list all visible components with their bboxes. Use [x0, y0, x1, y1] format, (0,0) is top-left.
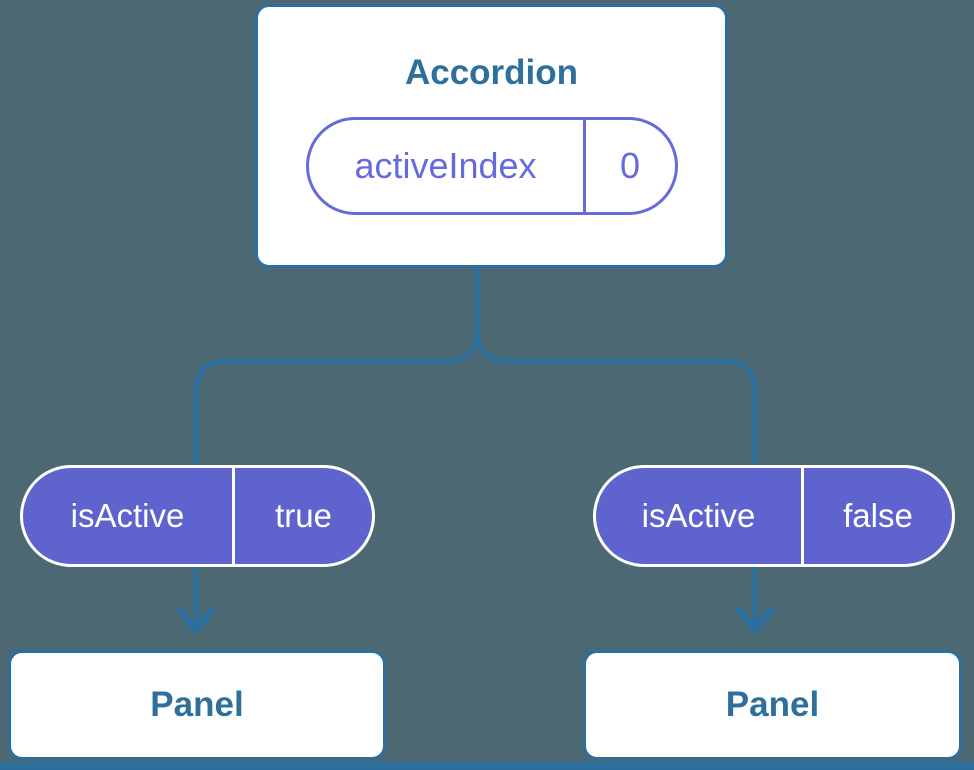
panel-label: Panel [725, 685, 820, 724]
arrowhead-left-icon [176, 606, 216, 634]
prop-pill-value: true [275, 497, 332, 534]
state-pill-name: activeIndex [354, 145, 537, 186]
connector-left [193, 265, 480, 629]
prop-pill-false: isActive false [593, 465, 955, 567]
panel-box-first: Panel [8, 650, 386, 760]
pill-divider [232, 468, 235, 564]
state-pill-value: 0 [619, 145, 641, 186]
prop-pill-name: isActive [641, 497, 756, 534]
panel-box-second: Panel [583, 650, 962, 760]
pill-divider [801, 468, 804, 564]
panel-label: Panel [150, 685, 244, 724]
bottom-divider [0, 762, 974, 770]
component-title: Accordion [404, 53, 579, 92]
arrowhead-right-icon [735, 606, 775, 634]
prop-pill-value: false [843, 497, 913, 534]
pill-divider [582, 120, 586, 212]
connector-right [474, 265, 758, 629]
state-pill: activeIndex 0 [305, 117, 678, 215]
accordion-component-box: Accordion activeIndex 0 [255, 4, 728, 268]
prop-pill-true: isActive true [20, 465, 375, 567]
prop-pill-name: isActive [70, 497, 185, 534]
